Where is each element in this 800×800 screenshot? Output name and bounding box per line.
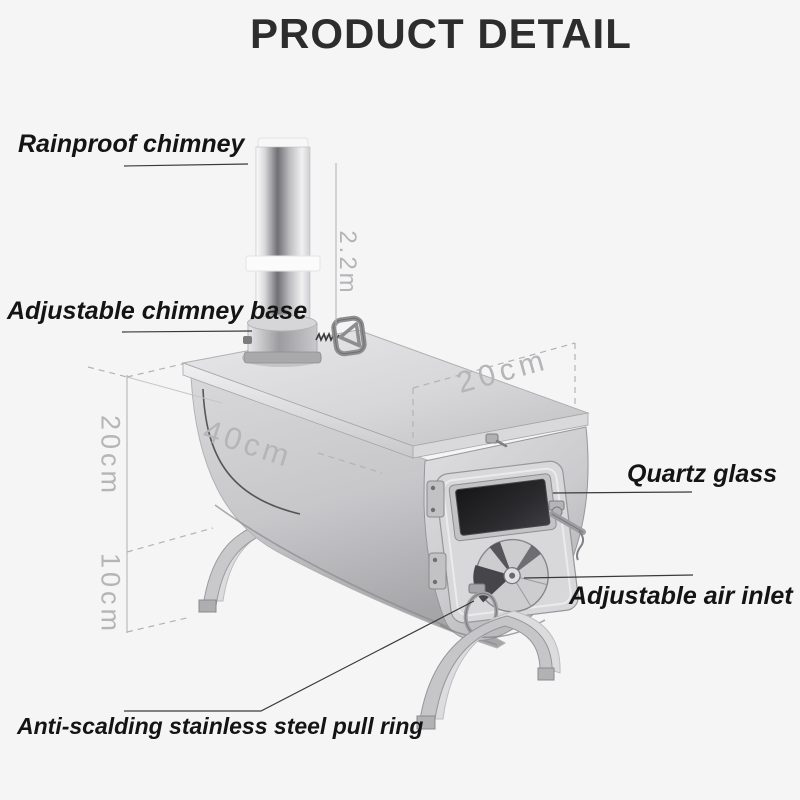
damper-handle: [315, 315, 367, 357]
stove-door: [435, 460, 579, 624]
chimney-base-bolt: [243, 336, 252, 344]
dimension-body-height: 20cm: [95, 414, 126, 498]
page-title: PRODUCT DETAIL: [250, 10, 632, 57]
chimney-joint-collar: [245, 255, 321, 272]
dim-line-body-length: [317, 452, 383, 474]
label-quartz-glass: Quartz glass: [627, 460, 778, 488]
door-latch: [548, 500, 586, 561]
leader-lines: [121, 163, 694, 712]
quartz-glass-window: [455, 478, 551, 536]
label-rainproof-chimney: Rainproof chimney: [18, 130, 245, 158]
dimension-leg-height: 10cm: [95, 552, 126, 636]
dimension-chimney-height: 2.2m: [334, 230, 361, 296]
dimension-lines: [126, 163, 337, 633]
leader-rainproof-chimney: [123, 163, 249, 167]
front-leg-arch: [416, 610, 561, 730]
chimney-pipe: [245, 137, 321, 326]
chimney-base: [243, 314, 322, 364]
label-adjustable-chimney-base: Adjustable chimney base: [7, 297, 308, 325]
latch-chain: [576, 530, 585, 561]
leader-quartz-glass: [552, 491, 693, 494]
label-adjustable-air-inlet: Adjustable air inlet: [569, 582, 793, 610]
leader-chimney-base: [121, 330, 253, 333]
label-pull-ring: Anti-scalding stainless steel pull ring: [17, 713, 424, 739]
door-hinges: [426, 480, 447, 590]
leader-air-inlet: [523, 574, 694, 579]
dimension-dashed-lines: [87, 342, 576, 633]
leader-pull-ring: [124, 600, 475, 712]
lid-clasp: [485, 433, 508, 448]
